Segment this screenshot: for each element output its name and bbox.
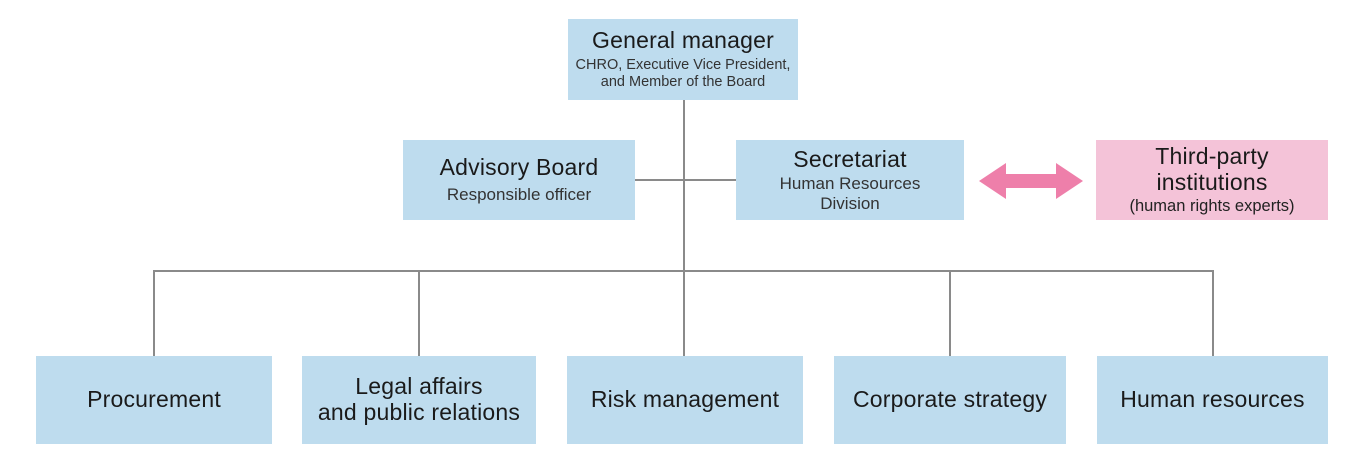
secretariat-subtitle: Human Resources Division — [779, 174, 921, 213]
box-legal-affairs: Legal affairs and public relations — [302, 356, 536, 444]
general-manager-title: General manager — [592, 27, 774, 54]
procurement-title: Procurement — [87, 386, 221, 413]
connector-vertical-center — [683, 100, 685, 356]
bidirectional-arrow-icon — [979, 163, 1083, 199]
risk-management-title: Risk management — [590, 386, 780, 413]
connector-drop-human-resources — [1212, 270, 1214, 356]
box-general-manager: General manager CHRO, Executive Vice Pre… — [568, 19, 798, 100]
human-resources-title: Human resources — [1120, 386, 1305, 413]
secretariat-title: Secretariat — [793, 145, 907, 172]
box-corporate-strategy: Corporate strategy — [834, 356, 1066, 444]
box-human-resources: Human resources — [1097, 356, 1328, 444]
box-risk-management: Risk management — [567, 356, 803, 444]
box-secretariat: Secretariat Human Resources Division — [736, 140, 964, 220]
box-procurement: Procurement — [36, 356, 272, 444]
corporate-strategy-title: Corporate strategy — [852, 386, 1048, 413]
advisory-board-title: Advisory Board — [439, 154, 599, 181]
advisory-board-subtitle: Responsible officer — [446, 185, 592, 205]
connector-horizontal-row2 — [635, 179, 736, 181]
box-advisory-board: Advisory Board Responsible officer — [403, 140, 635, 220]
third-party-title: Third-party institutions — [1155, 143, 1269, 196]
connector-drop-corporate-strategy — [949, 270, 951, 356]
connector-horizontal-distribution — [153, 270, 1214, 272]
box-third-party-institutions: Third-party institutions (human rights e… — [1096, 140, 1328, 220]
connector-drop-procurement — [153, 270, 155, 356]
legal-affairs-title: Legal affairs and public relations — [317, 373, 521, 425]
connector-drop-legal-affairs — [418, 270, 420, 356]
general-manager-subtitle: CHRO, Executive Vice President, and Memb… — [575, 57, 791, 90]
third-party-subtitle: (human rights experts) — [1129, 196, 1295, 215]
